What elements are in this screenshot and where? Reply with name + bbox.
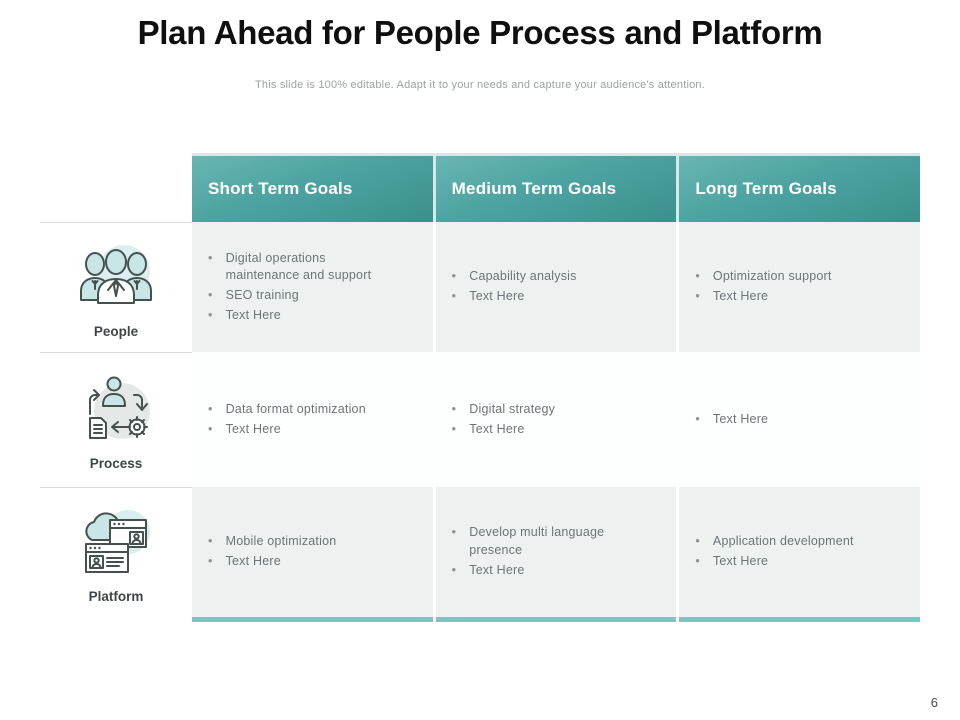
column-header-medium-term: Medium Term Goals xyxy=(435,156,677,222)
row-label-process: Process xyxy=(40,352,192,487)
bullet-item: Text Here xyxy=(208,421,433,439)
row-label: People xyxy=(93,323,139,339)
bullet-item: Digital strategy xyxy=(452,401,677,419)
bullet-item: Text Here xyxy=(695,288,920,306)
row-label-platform: Platform xyxy=(40,487,192,617)
bullet-item: Text Here xyxy=(695,553,920,571)
row-cells: Mobile optimization Text Here Develop mu… xyxy=(192,487,921,617)
bullet-item: Text Here xyxy=(452,288,677,306)
bullet-item: Application development xyxy=(695,533,920,551)
page-number: 6 xyxy=(930,695,938,710)
bullet-list: Text Here xyxy=(695,409,920,431)
bullet-list: Optimization support Text Here xyxy=(695,266,920,308)
column-header-long-term: Long Term Goals xyxy=(679,156,921,222)
row-label: Platform xyxy=(88,588,144,604)
cell-process-medium-term: Digital strategy Text Here xyxy=(435,352,677,487)
bullet-item: Digital operations maintenance and suppo… xyxy=(208,250,433,286)
bullet-item: Optimization support xyxy=(695,268,920,286)
bullet-item: Mobile optimization xyxy=(208,533,433,551)
bullet-item: Develop multi language presence xyxy=(452,524,677,560)
bullet-item: Data format optimization xyxy=(208,401,433,419)
column-header-short-term: Short Term Goals xyxy=(192,156,433,222)
process-icon xyxy=(89,376,150,439)
bullet-list: Develop multi language presence Text Her… xyxy=(452,522,677,581)
row-cells: Digital operations maintenance and suppo… xyxy=(192,222,921,352)
cell-platform-long-term: Application development Text Here xyxy=(679,487,921,617)
subtitle: This slide is 100% editable. Adapt it to… xyxy=(255,79,705,91)
cell-people-short-term: Digital operations maintenance and suppo… xyxy=(192,222,433,352)
bullet-list: Capability analysis Text Here xyxy=(452,266,677,308)
cell-people-medium-term: Capability analysis Text Here xyxy=(435,222,677,352)
bullet-item: Text Here xyxy=(452,562,677,580)
row-label-people: People xyxy=(40,222,192,352)
table-header-row: Short Term Goals Medium Term Goals Long … xyxy=(192,153,921,222)
cell-platform-short-term: Mobile optimization Text Here xyxy=(192,487,433,617)
cell-process-long-term: Text Here xyxy=(679,352,921,487)
table-row-process: Process Data format optimization Text He… xyxy=(40,352,921,487)
bullet-item: Capability analysis xyxy=(452,268,677,286)
bullet-list: Data format optimization Text Here xyxy=(208,399,433,441)
bullet-item: Text Here xyxy=(208,307,433,325)
cell-people-long-term: Optimization support Text Here xyxy=(679,222,921,352)
bullet-item: Text Here xyxy=(695,411,920,429)
table-bottom-accent xyxy=(192,617,921,622)
platform-icon xyxy=(85,509,150,573)
table-row-platform: Platform Mobile optimization Text Here D… xyxy=(40,487,921,617)
people-icon xyxy=(80,244,152,304)
accent-segment xyxy=(435,617,677,622)
row-label: Process xyxy=(89,456,143,471)
accent-segment xyxy=(192,617,433,622)
bullet-item: SEO training xyxy=(208,287,433,305)
bullet-list: Application development Text Here xyxy=(695,531,920,573)
bullet-list: Digital strategy Text Here xyxy=(452,399,677,441)
cell-platform-medium-term: Develop multi language presence Text Her… xyxy=(435,487,677,617)
accent-segment xyxy=(679,617,921,622)
cell-process-short-term: Data format optimization Text Here xyxy=(192,352,433,487)
bullet-list: Mobile optimization Text Here xyxy=(208,531,433,573)
bullet-item: Text Here xyxy=(452,421,677,439)
row-cells: Data format optimization Text Here Digit… xyxy=(192,352,921,487)
page-title: Plan Ahead for People Process and Platfo… xyxy=(137,14,823,51)
bullet-item: Text Here xyxy=(208,553,433,571)
bullet-list: Digital operations maintenance and suppo… xyxy=(208,248,433,327)
table-row-people: People Digital operations maintenance an… xyxy=(40,222,921,352)
